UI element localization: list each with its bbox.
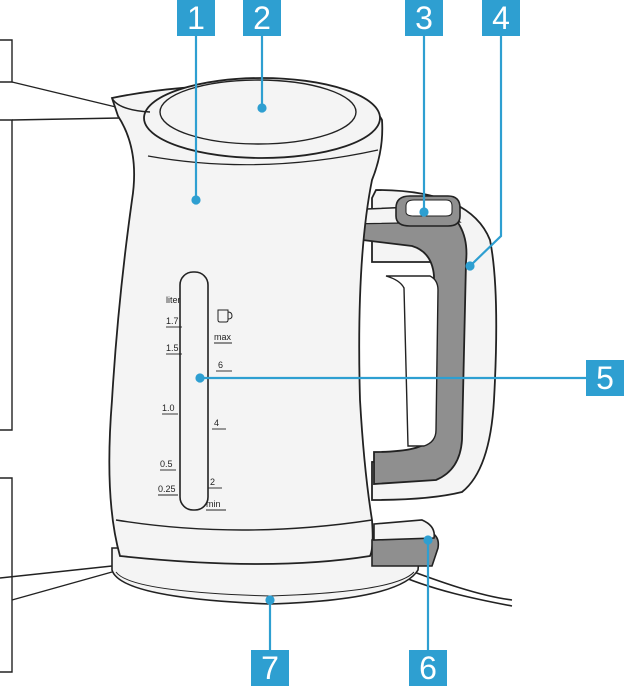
cup-icon <box>217 309 233 323</box>
scale-cups-2: 2 <box>210 477 215 487</box>
kettle-handle <box>345 189 498 501</box>
scale-liter-0-25: 0.25 <box>158 484 176 494</box>
scale-liter-1-5: 1.5 <box>166 343 179 353</box>
callout-6: 6 <box>409 650 447 686</box>
callout-7: 7 <box>251 650 289 686</box>
scale-liter-1-7: 1.7 <box>166 316 179 326</box>
water-level-scale: liter 1.7 1.5 1.0 0.5 0.25 max 6 4 2 min <box>158 295 233 511</box>
scale-cups-max: max <box>214 332 232 342</box>
callout-4: 4 <box>482 0 520 36</box>
scale-cups-min: min <box>206 499 221 509</box>
scale-liter-header: liter <box>166 295 181 305</box>
lid-release-button <box>395 195 461 227</box>
callout-2: 2 <box>243 0 281 36</box>
scale-liter-1-0: 1.0 <box>162 403 175 413</box>
callout-5: 5 <box>586 360 624 396</box>
callout-leaders <box>191 36 586 650</box>
left-bracket-lines <box>0 39 121 673</box>
scale-liter-0-5: 0.5 <box>160 459 173 469</box>
scale-cups-6: 6 <box>218 360 223 370</box>
callout-1: 1 <box>177 0 215 36</box>
on-off-switch <box>371 519 440 567</box>
water-level-window <box>179 271 209 511</box>
scale-cups-4: 4 <box>214 418 219 428</box>
callout-3: 3 <box>405 0 443 36</box>
